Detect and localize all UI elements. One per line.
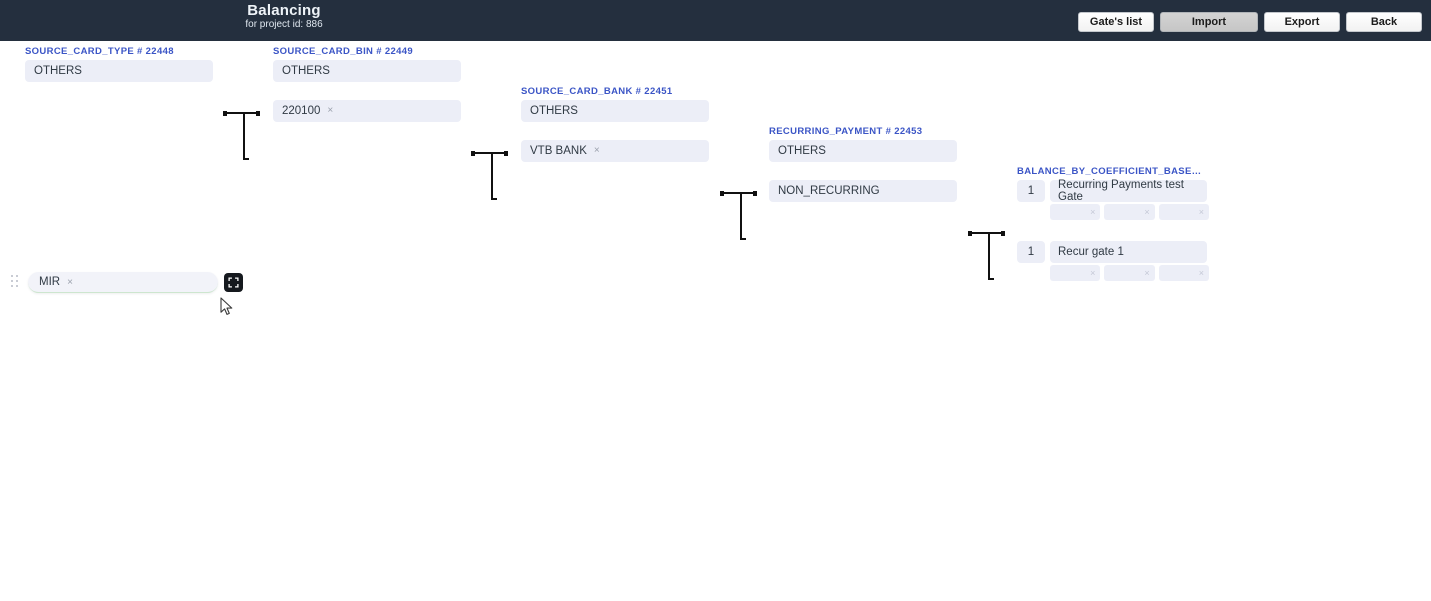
dragged-condition-row[interactable]: MIR × [11, 272, 243, 293]
drag-handle-icon[interactable] [11, 274, 23, 291]
field-recurring-payment-others[interactable]: OTHERS [769, 140, 957, 162]
remove-chip-icon[interactable]: × [327, 105, 334, 116]
back-button[interactable]: Back [1346, 12, 1422, 32]
coefficient-row: 1 Recur gate 1 [1017, 241, 1209, 263]
connector-2 [471, 151, 511, 204]
gate-name-input[interactable]: Recur gate 1 [1050, 241, 1207, 263]
mouse-cursor [220, 297, 234, 322]
field-value: VTB BANK [530, 145, 587, 157]
field-source-card-type-others[interactable]: OTHERS [25, 60, 213, 82]
coefficient-value-input[interactable]: 1 [1017, 241, 1045, 263]
coefficient-row-group: 1 Recur gate 1 × × × [1017, 241, 1209, 281]
slot-remove-icon[interactable]: × [1198, 207, 1204, 217]
group-label-source-card-bank: SOURCE_CARD_BANK # 22451 [521, 86, 673, 97]
field-value: 220100 [282, 105, 321, 117]
field-source-card-bin-others[interactable]: OTHERS [273, 60, 461, 82]
slot-remove-icon[interactable]: × [1144, 207, 1150, 217]
group-label-recurring-payment: RECURRING_PAYMENT # 22453 [769, 126, 923, 137]
coefficient-value-input[interactable]: 1 [1017, 180, 1045, 202]
fullscreen-expand-icon[interactable] [224, 273, 243, 292]
gate-name-input[interactable]: Recurring Payments test Gate [1050, 179, 1207, 203]
group-balance-by-coefficient: BALANCE_BY_COEFFICIENT_BASED... 1 Recurr… [1017, 166, 1209, 281]
group-label-source-card-bin: SOURCE_CARD_BIN # 22449 [273, 46, 414, 57]
group-source-card-type: SOURCE_CARD_TYPE # 22448 OTHERS [25, 46, 213, 82]
coefficient-row-group: 1 Recurring Payments test Gate × × × [1017, 179, 1209, 220]
header-title-block: Balancing for project id: 886 [0, 2, 568, 31]
connector-4 [968, 231, 1008, 284]
remove-chip-icon[interactable]: × [593, 145, 600, 156]
group-source-card-bin: SOURCE_CARD_BIN # 22449 OTHERS 220100 × [273, 46, 461, 122]
app-header: Balancing for project id: 886 Gate's lis… [0, 0, 1431, 41]
field-source-card-bin-220100[interactable]: 220100 × [273, 100, 461, 122]
import-button[interactable]: Import [1160, 12, 1258, 32]
field-value: OTHERS [778, 145, 826, 157]
export-button[interactable]: Export [1264, 12, 1340, 32]
coefficient-slot[interactable]: × [1158, 265, 1209, 281]
field-value: NON_RECURRING [778, 185, 880, 197]
header-button-group: Gate's list Import Export Back [1078, 12, 1422, 32]
group-label-source-card-type: SOURCE_CARD_TYPE # 22448 [25, 46, 174, 57]
group-source-card-bank: SOURCE_CARD_BANK # 22451 OTHERS VTB BANK… [521, 86, 709, 162]
slot-remove-icon[interactable]: × [1198, 268, 1204, 278]
connector-3 [720, 191, 760, 244]
group-label-balance-by-coefficient: BALANCE_BY_COEFFICIENT_BASED... [1017, 166, 1207, 177]
page-subtitle: for project id: 886 [245, 19, 323, 30]
coefficient-slot[interactable]: × [1158, 204, 1209, 220]
slot-remove-icon[interactable]: × [1090, 268, 1096, 278]
coefficient-slot[interactable]: × [1050, 265, 1101, 281]
field-value: MIR [39, 276, 61, 288]
slot-remove-icon[interactable]: × [1090, 207, 1096, 217]
connector-1 [223, 111, 263, 164]
gates-list-button[interactable]: Gate's list [1078, 12, 1154, 32]
coefficient-slot-row: × × × [1050, 204, 1209, 220]
balancing-canvas: SOURCE_CARD_TYPE # 22448 OTHERS SOURCE_C… [0, 41, 1431, 601]
field-source-card-bank-others[interactable]: OTHERS [521, 100, 709, 122]
coefficient-slot-row: × × × [1050, 265, 1209, 281]
coefficient-row: 1 Recurring Payments test Gate [1017, 179, 1209, 203]
field-recurring-payment-non-recurring[interactable]: NON_RECURRING [769, 180, 957, 202]
page-title: Balancing [247, 2, 321, 19]
slot-remove-icon[interactable]: × [1144, 268, 1150, 278]
coefficient-slot[interactable]: × [1104, 265, 1155, 281]
field-value: OTHERS [282, 65, 330, 77]
coefficient-slot[interactable]: × [1104, 204, 1155, 220]
group-recurring-payment: RECURRING_PAYMENT # 22453 OTHERS NON_REC… [769, 126, 957, 202]
remove-chip-icon[interactable]: × [67, 276, 73, 288]
field-mir-input[interactable]: MIR × [28, 272, 218, 293]
field-source-card-bank-vtb[interactable]: VTB BANK × [521, 140, 709, 162]
coefficient-slot[interactable]: × [1050, 204, 1101, 220]
field-value: OTHERS [530, 105, 578, 117]
field-value: OTHERS [34, 65, 82, 77]
